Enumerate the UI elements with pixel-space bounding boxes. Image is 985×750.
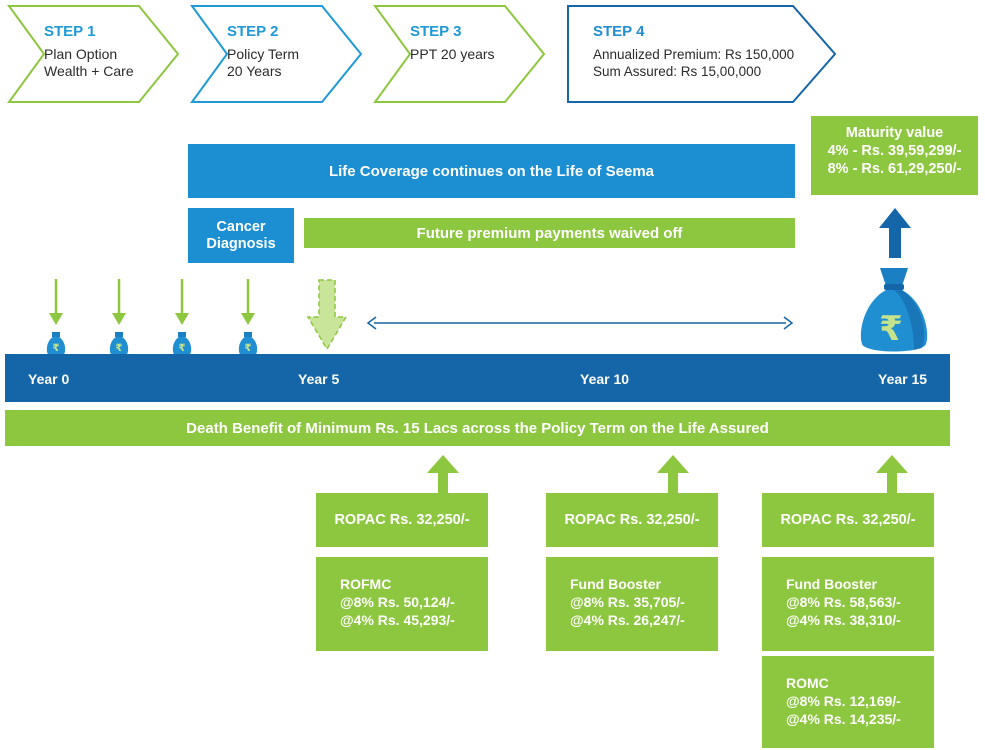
ropac-box-1: ROPAC Rs. 32,250/- — [316, 493, 488, 547]
rupee-bag-icon: ₹ — [172, 332, 192, 356]
death-benefit-bar: Death Benefit of Minimum Rs. 15 Lacs acr… — [5, 410, 950, 446]
step-1-title: STEP 1 — [44, 23, 96, 40]
step-4-line-2: Sum Assured: Rs 15,00,000 — [593, 64, 762, 79]
svg-text:₹: ₹ — [245, 343, 252, 354]
fund-booster-1-line-1: @8% Rs. 35,705/- — [570, 594, 685, 610]
maturity-title: Maturity value — [845, 125, 944, 141]
step-4-line-1: Annualized Premium: Rs 150,000 — [593, 47, 795, 62]
step-2-line-1: Policy Term — [227, 46, 300, 62]
romc-line-2: @4% Rs. 14,235/- — [786, 711, 901, 727]
fund-booster-1-line-2: @4% Rs. 26,247/- — [570, 612, 685, 628]
fund-booster-2-line-1: @8% Rs. 58,563/- — [786, 594, 901, 610]
step-1-chevron-shape — [7, 5, 180, 103]
rofmc-box: ROFMC @8% Rs. 50,124/- @4% Rs. 45,293/- — [316, 557, 488, 651]
year-10-label: Year 10 — [580, 371, 630, 387]
svg-text:₹: ₹ — [179, 343, 186, 354]
timeline-bar — [5, 354, 950, 402]
premium-arrow-down-icon — [112, 279, 126, 325]
romc-line-1: @8% Rs. 12,169/- — [786, 693, 901, 709]
rupee-bag-icon: ₹ — [109, 332, 129, 356]
step-2-chevron-shape — [190, 5, 363, 103]
svg-text:₹: ₹ — [53, 343, 60, 354]
rofmc-line-1: @8% Rs. 50,124/- — [340, 594, 455, 610]
step-3: STEP 3 PPT 20 years — [372, 3, 552, 105]
premium-waived-bar: Future premium payments waived off — [304, 218, 795, 248]
step-3-title: STEP 3 — [410, 23, 462, 40]
maturity-line-1: 4% - Rs. 39,59,299/- — [827, 143, 962, 159]
year-15-label: Year 15 — [878, 371, 928, 387]
fund-booster-1-title: Fund Booster — [570, 576, 661, 592]
rofmc-title: ROFMC — [340, 576, 392, 592]
step-1: STEP 1 Plan Option Wealth + Care — [6, 3, 186, 105]
cancer-line-1: Cancer — [216, 218, 266, 235]
ropac-box-2: ROPAC Rs. 32,250/- — [546, 493, 718, 547]
maturity-value-box: Maturity value 4% - Rs. 39,59,299/- 8% -… — [811, 116, 978, 195]
step-2-title: STEP 2 — [227, 23, 279, 40]
fund-booster-box-2: Fund Booster @8% Rs. 58,563/- @4% Rs. 38… — [762, 557, 934, 651]
step-2-line-2: 20 Years — [227, 63, 282, 79]
fund-booster-2-title: Fund Booster — [786, 576, 877, 592]
benefit-arrow-up-icon — [876, 455, 908, 493]
benefit-arrow-up-icon — [657, 455, 689, 493]
premium-arrow-down-icon — [49, 279, 63, 325]
double-arrow-icon — [366, 316, 794, 330]
rupee-bag-icon: ₹ — [860, 268, 928, 352]
year-0-label: Year 0 — [28, 371, 70, 387]
benefit-arrow-up-icon — [427, 455, 459, 493]
cancer-line-2: Diagnosis — [206, 235, 276, 252]
rofmc-line-2: @4% Rs. 45,293/- — [340, 612, 455, 628]
romc-box: ROMC @8% Rs. 12,169/- @4% Rs. 14,235/- — [762, 656, 934, 748]
waived-premium-arrow-down-icon — [306, 279, 348, 351]
premium-arrow-down-icon — [241, 279, 255, 325]
fund-booster-2-line-2: @4% Rs. 38,310/- — [786, 612, 901, 628]
step-3-chevron-shape — [373, 5, 546, 103]
maturity-arrow-up-icon — [879, 208, 911, 258]
step-4-title: STEP 4 — [593, 23, 645, 40]
step-1-line-1: Plan Option — [44, 46, 118, 62]
rupee-bag-icon: ₹ — [238, 332, 258, 356]
svg-text:₹: ₹ — [879, 309, 903, 349]
step-2: STEP 2 Policy Term 20 Years — [189, 3, 369, 105]
rupee-bag-icon: ₹ — [46, 332, 66, 356]
fund-booster-box-1: Fund Booster @8% Rs. 35,705/- @4% Rs. 26… — [546, 557, 718, 651]
svg-text:₹: ₹ — [116, 343, 123, 354]
cancer-diagnosis-box: Cancer Diagnosis — [188, 208, 294, 263]
year-5-label: Year 5 — [298, 371, 340, 387]
romc-title: ROMC — [786, 675, 829, 691]
step-4-chevron-shape — [567, 5, 837, 103]
ropac-box-3: ROPAC Rs. 32,250/- — [762, 493, 934, 547]
life-coverage-bar: Life Coverage continues on the Life of S… — [188, 144, 795, 198]
step-4: STEP 4 Annualized Premium: Rs 150,000 Su… — [555, 3, 845, 105]
maturity-line-2: 8% - Rs. 61,29,250/- — [827, 161, 962, 177]
step-1-line-2: Wealth + Care — [44, 63, 134, 79]
step-3-line-1: PPT 20 years — [410, 46, 495, 62]
premium-arrow-down-icon — [175, 279, 189, 325]
